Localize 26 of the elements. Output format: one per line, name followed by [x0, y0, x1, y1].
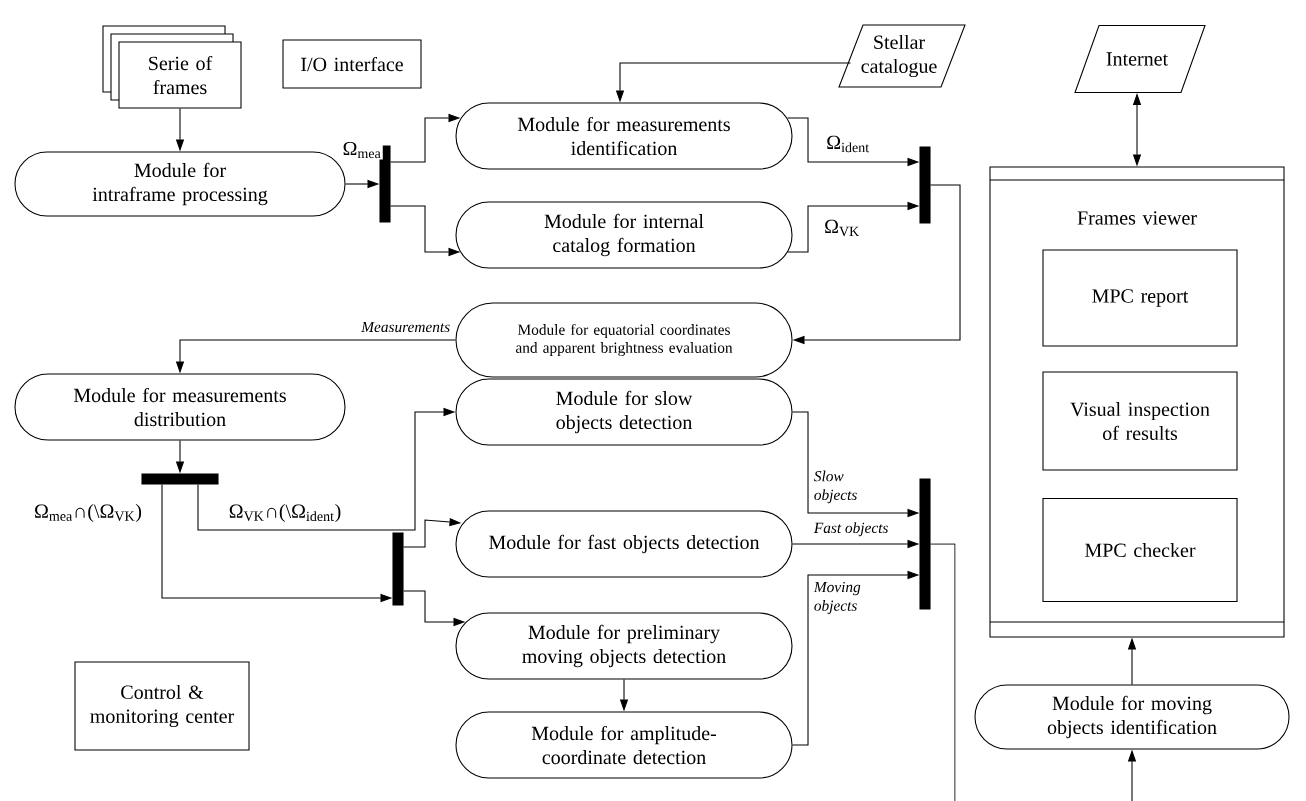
- module-box: Module for amplitude-coordinate detection: [455, 711, 793, 779]
- edge-label: Moving objects: [812, 580, 869, 616]
- process-box: Control & monitoring center: [74, 661, 250, 751]
- process-box: I/O interface: [282, 39, 422, 89]
- process-box: MPC checker: [1042, 497, 1238, 603]
- edge-label: Ω$_{mea}$∩(\Ω$_{VK}$): [32, 502, 144, 524]
- edge-label: Ω$_{VK}$: [822, 218, 862, 238]
- edge-label: Slow objects: [812, 469, 869, 505]
- edge-label: Ω$_{VK}$∩(\Ω$_{ident}$): [227, 502, 343, 524]
- module-box: Module for moving objects identification: [974, 684, 1290, 750]
- module-box: Module for measurements distribution: [14, 373, 346, 441]
- module-box: Module for slow objects detection: [455, 378, 793, 446]
- module-box: Module for equatorial coordinates and apparent brightness evaluation: [455, 302, 793, 378]
- edge-label: Measurements: [359, 320, 452, 334]
- document-stack: Serie of frames: [102, 25, 242, 109]
- module-box: Module for measurements identification: [455, 102, 793, 170]
- module-box: Module for internal catalog formation: [455, 201, 793, 269]
- process-box: Visual inspection of results: [1042, 371, 1238, 471]
- module-box: Module for preliminary moving objects detection: [455, 612, 793, 680]
- edge-label: Ω$_{mea}$: [341, 140, 383, 160]
- edge-label: Ω$_{ident}$: [824, 134, 872, 154]
- module-box: Module for fast objects detection: [455, 510, 793, 578]
- edge-label: Fast objects: [812, 520, 890, 538]
- data-parallelogram: Internet: [1074, 24, 1206, 94]
- process-box: MPC report: [1042, 249, 1238, 347]
- data-parallelogram: Stellar catalogue: [838, 24, 966, 88]
